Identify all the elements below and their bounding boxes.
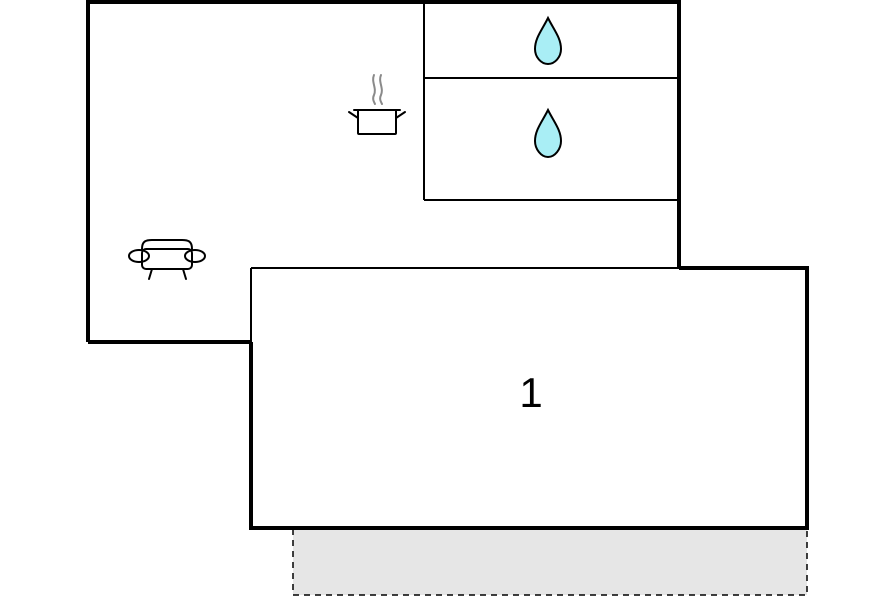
room-1-wall xyxy=(249,266,809,530)
cooking-pot-icon xyxy=(348,74,406,135)
upper-floor-wall xyxy=(86,0,681,342)
sofa-icon xyxy=(128,239,206,280)
water-drop-icon xyxy=(533,107,563,159)
water-drop-icon xyxy=(533,15,563,66)
room-1-label: 1 xyxy=(519,369,542,416)
terrace-area xyxy=(292,527,808,596)
